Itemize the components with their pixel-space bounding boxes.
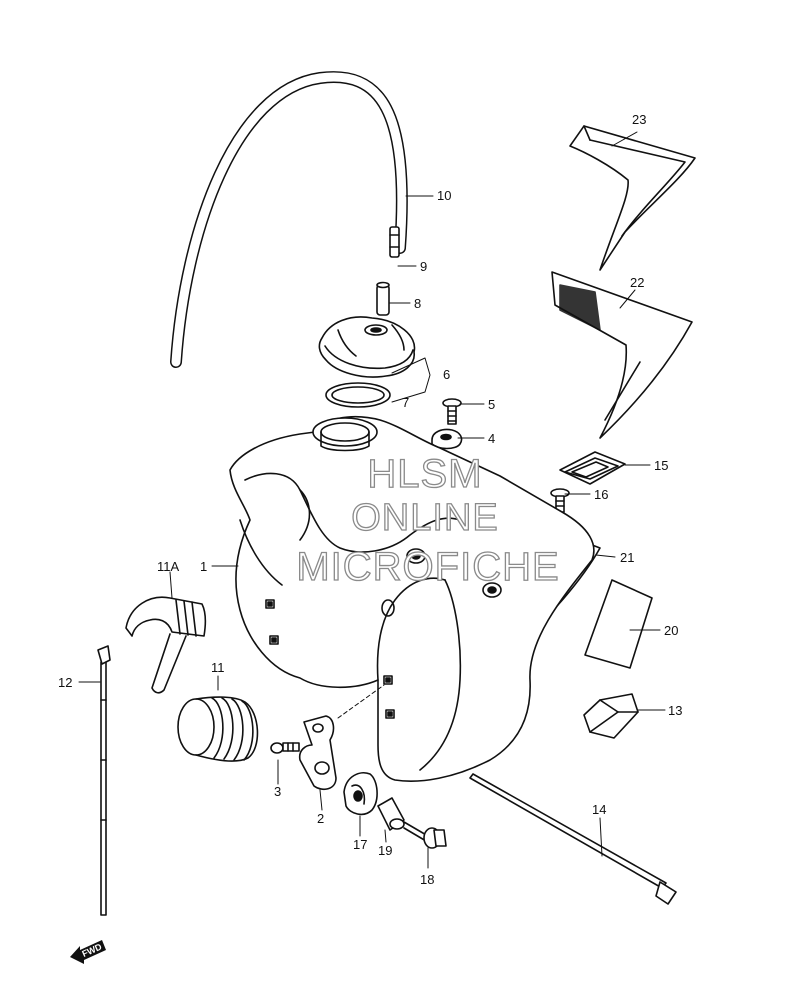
hose-joint <box>389 226 400 258</box>
label-14: 14 <box>592 802 606 817</box>
bellows-hose-11 <box>177 696 259 762</box>
fwd-label: FWD <box>80 941 103 959</box>
cable-tie-12 <box>97 645 111 916</box>
fuel-tank-cap <box>318 316 416 378</box>
hose-pipe <box>376 281 390 316</box>
cable-tie-14 <box>469 773 677 905</box>
cushion-17 <box>343 772 378 816</box>
label-3: 3 <box>274 784 281 799</box>
label-4: 4 <box>488 431 495 446</box>
label-18: 18 <box>420 872 434 887</box>
watermark: HLSM ONLINE MICROFICHE <box>296 451 560 589</box>
label-22: 22 <box>630 275 644 290</box>
label-23: 23 <box>632 112 646 127</box>
label-10: 10 <box>437 188 451 203</box>
warning-label <box>584 579 653 669</box>
forward-direction-badge: FWD <box>70 940 106 964</box>
label-12: 12 <box>58 675 72 690</box>
bolt-16 <box>550 488 570 513</box>
tank-side-cover-upper <box>569 125 696 271</box>
tank-side-cover-lower <box>551 271 693 439</box>
label-5: 5 <box>488 397 495 412</box>
clip-13 <box>583 693 639 739</box>
label-20: 20 <box>664 623 678 638</box>
tank-strap <box>559 451 626 485</box>
label-11a: 11A <box>157 559 179 574</box>
part-labels: 10 9 8 6 7 5 4 15 16 21 20 13 23 22 1 11… <box>58 112 682 887</box>
mounting-bracket <box>298 715 337 791</box>
label-13: 13 <box>668 703 682 718</box>
label-19: 19 <box>378 843 392 858</box>
label-21: 21 <box>620 550 634 565</box>
screw-3 <box>270 742 300 754</box>
label-7: 7 <box>402 395 409 410</box>
cushion-4 <box>431 428 463 450</box>
label-8: 8 <box>414 296 421 311</box>
fuel-tank <box>229 416 595 782</box>
watermark-line-3: MICROFICHE <box>296 545 559 589</box>
breather-hose <box>170 71 408 368</box>
cap-gasket <box>325 382 391 408</box>
label-2: 2 <box>317 811 324 826</box>
label-15: 15 <box>654 458 668 473</box>
label-17: 17 <box>353 837 367 852</box>
watermark-line-1: HLSM <box>367 452 482 496</box>
label-6: 6 <box>443 367 450 382</box>
label-1: 1 <box>200 559 207 574</box>
bolt-5 <box>442 398 462 425</box>
watermark-line-2: ONLINE <box>351 497 498 539</box>
collar-19 <box>377 797 405 831</box>
bolt-18 <box>403 821 447 849</box>
label-16: 16 <box>594 487 608 502</box>
leader-lines <box>78 131 666 869</box>
label-11: 11 <box>211 660 225 675</box>
hose-clamp-11a <box>125 596 207 694</box>
label-9: 9 <box>420 259 427 274</box>
